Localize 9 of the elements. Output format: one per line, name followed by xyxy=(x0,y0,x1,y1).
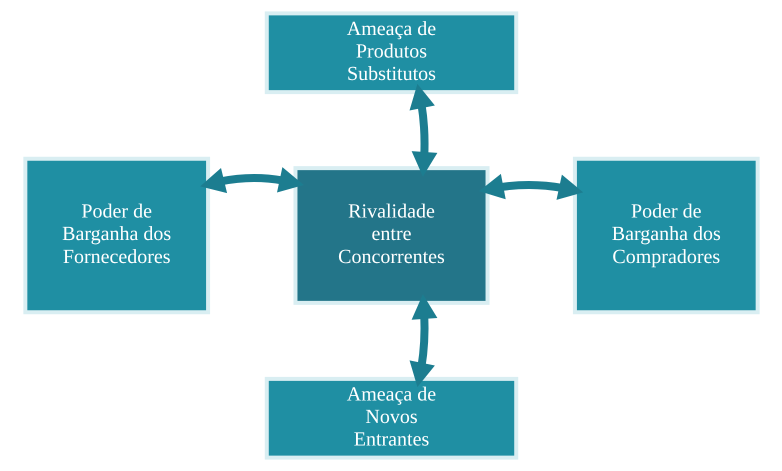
arrow xyxy=(200,167,304,194)
arrow xyxy=(409,84,437,177)
node-box: Ameaça de Novos Entrantes xyxy=(264,376,518,460)
arrow xyxy=(478,174,583,200)
node-box: Poder de Barganha dos Compradores xyxy=(572,156,760,314)
node-box: Ameaça de Produtos Substitutos xyxy=(264,11,518,94)
node-box: Poder de Barganha dos Fornecedores xyxy=(22,156,210,314)
node-box: Rivalidade entre Concorrentes xyxy=(292,166,490,305)
arrow xyxy=(409,294,437,388)
